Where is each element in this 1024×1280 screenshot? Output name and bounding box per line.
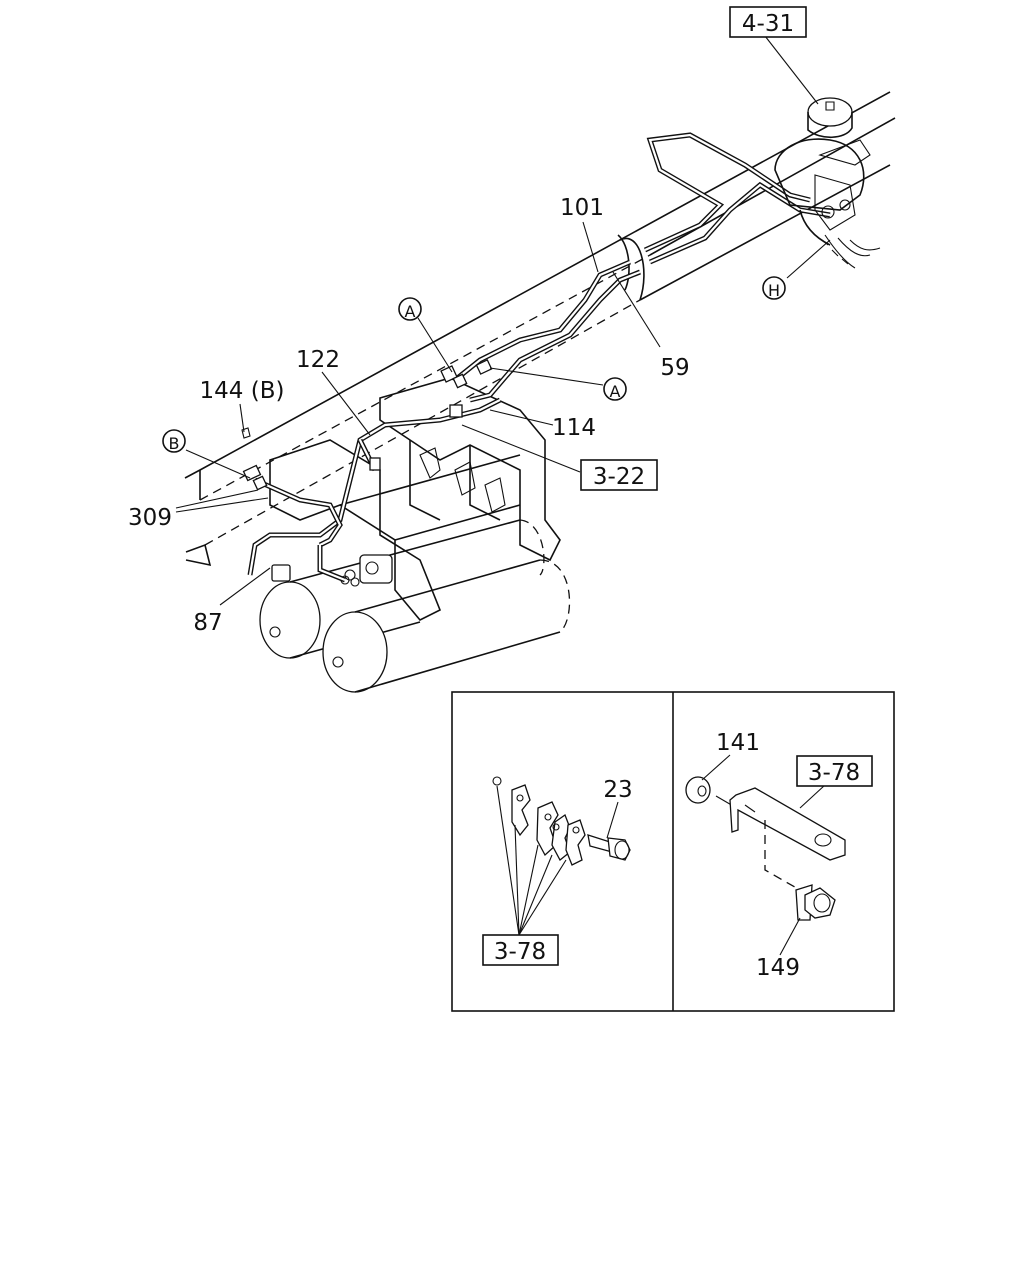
detail-inset: 23 3-78 141 149 3-78 <box>451 691 895 1012</box>
bolt-149 <box>795 884 836 921</box>
callout-87: 87 <box>193 610 222 636</box>
clamp-bracket <box>729 787 846 861</box>
circle-marker-a-upper: A <box>398 297 422 321</box>
reference-box-4-31[interactable]: 4-31 <box>729 6 807 38</box>
callout-144-b: 144 (B) <box>200 378 285 404</box>
ref-3-22-label: 3-22 <box>593 464 645 490</box>
callout-101: 101 <box>560 195 604 221</box>
bolt-23 <box>587 834 631 861</box>
pipe-clamp-assembly <box>492 776 586 866</box>
callout-149: 149 <box>756 955 800 981</box>
reference-box-3-22[interactable]: 3-22 <box>580 459 658 491</box>
reference-box-3-78-right[interactable]: 3-78 <box>796 755 873 787</box>
washer-141 <box>685 776 711 804</box>
circle-marker-h: H <box>762 276 786 300</box>
reference-box-3-78-left[interactable]: 3-78 <box>482 934 559 966</box>
marker-a-upper-label: A <box>405 302 416 321</box>
callout-122: 122 <box>296 347 340 373</box>
relay-valve <box>774 97 881 269</box>
callout-309: 309 <box>128 505 172 531</box>
callout-23: 23 <box>603 777 632 803</box>
leader-lines <box>175 35 831 606</box>
callout-59: 59 <box>660 355 689 381</box>
tank-bracket <box>269 377 561 621</box>
circle-marker-a-lower: A <box>603 377 627 401</box>
callout-141: 141 <box>716 730 760 756</box>
leaders-to-3-78-left <box>496 785 567 936</box>
marker-b-label: B <box>169 434 180 453</box>
circle-marker-b: B <box>162 429 186 453</box>
frame-rail <box>184 91 896 567</box>
marker-h-label: H <box>768 281 780 300</box>
ref-3-78-left-label: 3-78 <box>494 939 546 965</box>
ref-4-31-label: 4-31 <box>742 11 794 37</box>
ref-3-78-right-label: 3-78 <box>808 760 860 786</box>
marker-a-lower-label: A <box>610 382 621 401</box>
callout-114: 114 <box>552 415 596 441</box>
brake-pipes <box>241 132 831 583</box>
